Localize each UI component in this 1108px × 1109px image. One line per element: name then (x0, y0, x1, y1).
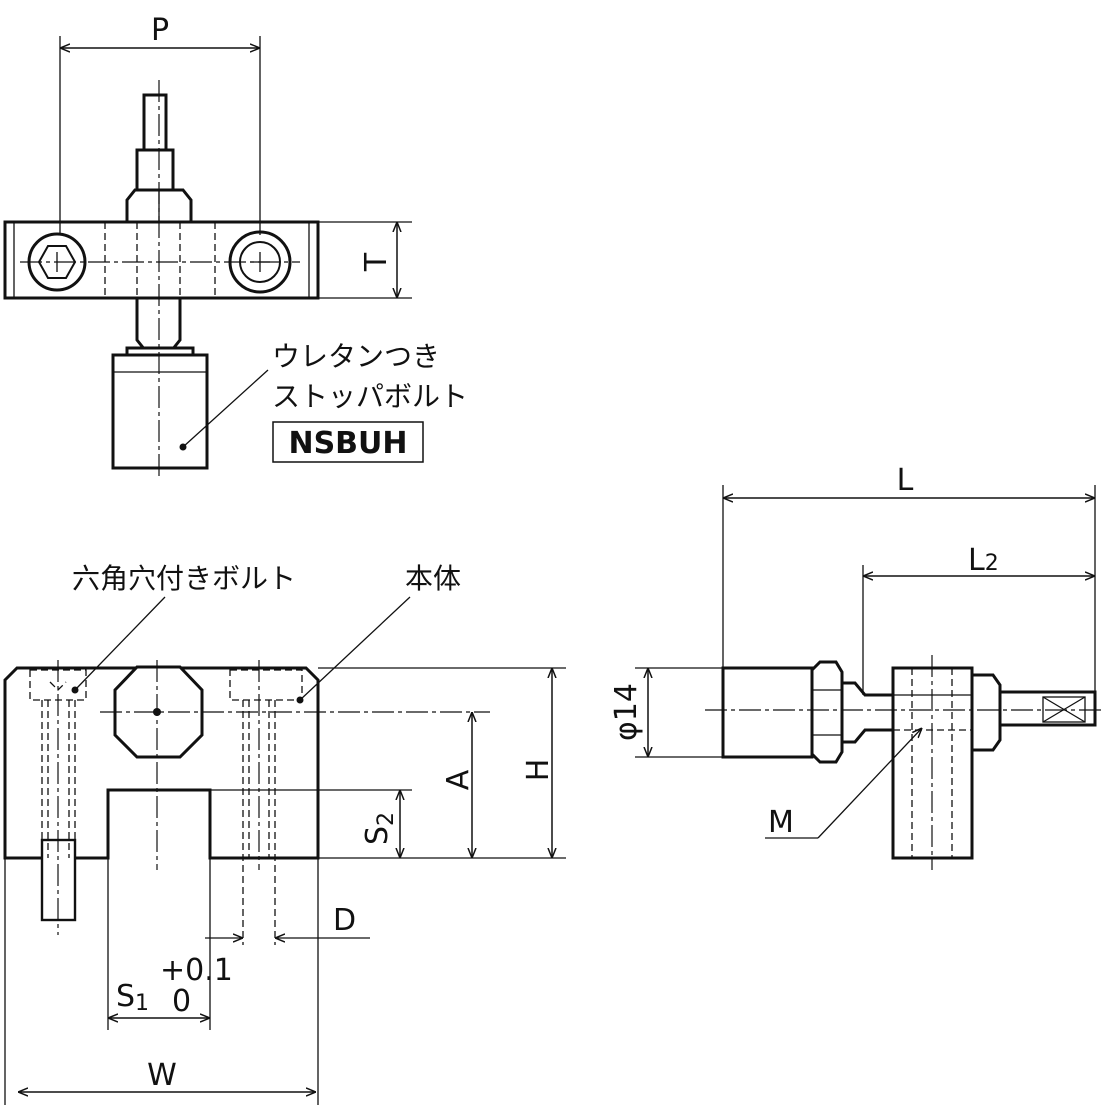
model-box (272, 421, 424, 463)
urethane-cylinder-side (721, 666, 814, 759)
label-M: M (768, 805, 794, 840)
callout-urethane-line1: ウレタンつき (272, 340, 440, 373)
bolt-shaft (135, 148, 175, 192)
callout-hex-bolt: 六角穴付きボルト (72, 562, 296, 595)
label-P: P (151, 13, 169, 48)
label-W: W (147, 1058, 177, 1093)
label-L: L (897, 463, 914, 498)
top-view: P T ウレタンつき ストッパボルト NSBUH (3, 13, 468, 480)
label-A: A (441, 769, 476, 790)
label-S1: S1 (116, 979, 149, 1016)
stopper-nut-side (810, 660, 844, 764)
stopper-shaft-side (840, 681, 895, 744)
callout-urethane-line2: ストッパボルト (272, 380, 468, 413)
label-D: D (333, 903, 356, 938)
lock-nut-side (970, 673, 1002, 752)
urethane-cylinder (111, 353, 209, 470)
label-S2: S2 (360, 812, 399, 845)
model-label: NSBUH (288, 426, 407, 461)
front-view: H A S2 D S1 +0.1 0 W 六角穴付きボルト 本体 (3, 562, 566, 1105)
label-phi14: φ14 (609, 683, 644, 741)
label-S1-tol-lower: 0 (172, 984, 191, 1019)
label-H: H (521, 759, 556, 782)
side-view: L L2 φ14 M (609, 463, 1105, 870)
label-S1-tol-upper: +0.1 (160, 953, 233, 988)
label-T: T (359, 252, 394, 272)
bolt-shaft-top (142, 93, 168, 152)
callout-body: 本体 (405, 562, 461, 595)
label-L2: L2 (968, 543, 999, 578)
